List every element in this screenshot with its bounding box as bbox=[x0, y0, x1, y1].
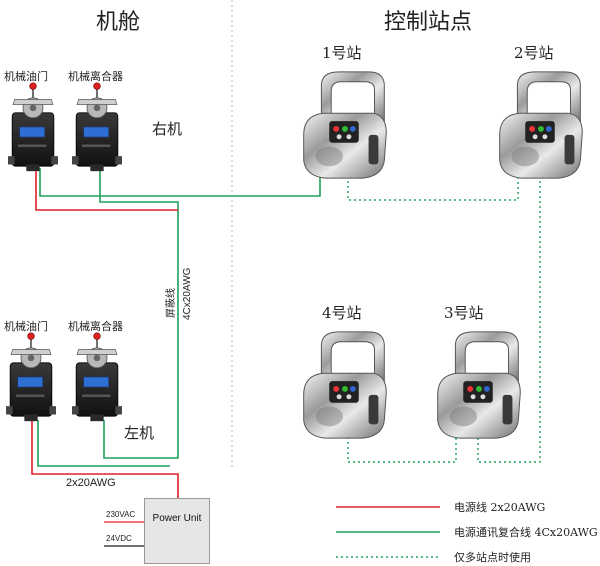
multi-station-wiring bbox=[347, 176, 541, 463]
port-clutch-label: 机械离合器 bbox=[68, 320, 123, 333]
port-throttle-actuator bbox=[6, 331, 56, 423]
station-2-control-head bbox=[499, 71, 583, 179]
legend-dotted-label: 仅多站点时使用 bbox=[454, 551, 531, 564]
starboard-throttle-actuator bbox=[8, 81, 58, 173]
station-4-label: 4号站 bbox=[322, 304, 362, 322]
starboard-clutch-actuator bbox=[72, 81, 122, 173]
ac-input-label: 230VAC bbox=[106, 510, 136, 519]
port-comm-wiring bbox=[37, 420, 170, 467]
station-3-label: 3号站 bbox=[444, 304, 484, 322]
starboard-throttle-label: 机械油门 bbox=[4, 70, 48, 83]
station-2-label: 2号站 bbox=[514, 44, 554, 62]
starboard-clutch-label: 机械离合器 bbox=[68, 70, 123, 83]
station-3-control-head bbox=[437, 331, 521, 439]
port-clutch-actuator bbox=[72, 331, 122, 423]
starboard-engine-label: 右机 bbox=[152, 120, 183, 138]
comm-cable-label: 4Cx20AWG bbox=[182, 267, 193, 320]
legend-power-label: 电源线 2x20AWG bbox=[454, 501, 546, 514]
dc-input-label: 24VDC bbox=[106, 534, 132, 543]
port-power-wiring bbox=[31, 420, 179, 498]
starboard-comm-wiring bbox=[39, 168, 321, 459]
starboard-power-wiring bbox=[35, 168, 178, 211]
engine-room-header: 机舱 bbox=[96, 10, 141, 35]
shield-cable-label: 屏蔽线 bbox=[166, 288, 177, 318]
port-throttle-label: 机械油门 bbox=[4, 320, 48, 333]
legend-comm-label: 电源通讯复合线 4Cx20AWG bbox=[454, 526, 598, 539]
port-engine-label: 左机 bbox=[124, 424, 155, 442]
station-1-control-head bbox=[303, 71, 387, 179]
power-cable-label: 2x20AWG bbox=[66, 477, 116, 489]
power-unit-label: Power Unit bbox=[152, 513, 202, 524]
control-stations-header: 控制站点 bbox=[384, 10, 473, 35]
station-1-label: 1号站 bbox=[322, 44, 362, 62]
power-unit: Power Unit bbox=[144, 498, 210, 564]
station-4-control-head bbox=[303, 331, 387, 439]
